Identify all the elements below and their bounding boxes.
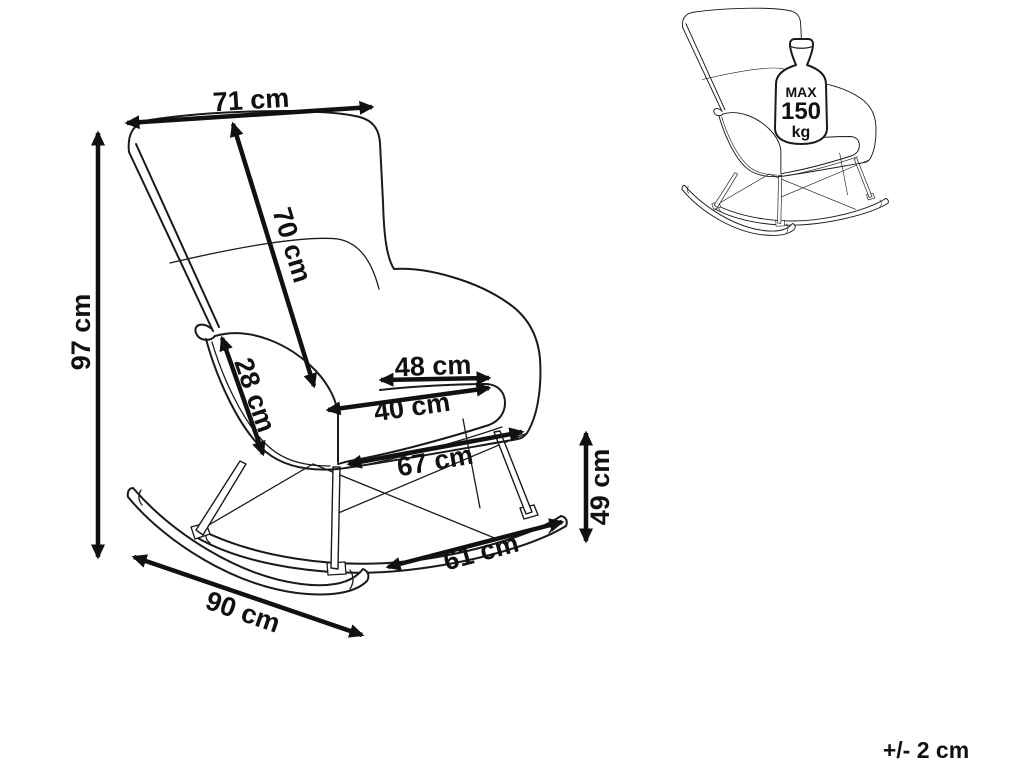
inset-max-load-drawing: MAX 150 kg <box>681 7 889 236</box>
dim-label-runner-span: 61 cm <box>440 528 522 577</box>
max-load-text-max: MAX <box>785 84 817 100</box>
dim-label-top-width: 71 cm <box>212 83 290 118</box>
dim-arrow-seat-width <box>378 371 492 387</box>
dim-arrow-armrest-length <box>219 335 266 457</box>
dim-label-armrest-length: 28 cm <box>228 354 281 436</box>
dim-label-seat-front-width: 67 cm <box>395 440 476 483</box>
dim-arrow-runner-span <box>385 518 565 571</box>
dimension-labels: 71 cm 70 cm 97 cm 28 cm 48 cm 40 cm 67 c… <box>66 83 615 639</box>
dimension-arrows <box>91 100 593 638</box>
weight-icon: MAX 150 kg <box>774 38 828 145</box>
max-load-text-kg: kg <box>792 124 811 141</box>
dim-arrow-seat-depth <box>325 382 492 416</box>
dim-arrow-backrest-length <box>230 121 317 389</box>
dim-label-backrest-length: 70 cm <box>266 204 317 286</box>
dim-label-seat-width: 48 cm <box>394 350 472 383</box>
dim-arrow-base-length <box>131 554 365 638</box>
main-chair-drawing <box>126 110 568 596</box>
dim-arrow-seat-front-width <box>346 427 525 469</box>
dim-label-seat-height: 49 cm <box>585 449 615 526</box>
max-load-text-150: 150 <box>781 98 821 125</box>
dim-label-overall-height: 97 cm <box>66 294 96 371</box>
dim-arrow-top-width <box>124 100 375 130</box>
tolerance-note: +/- 2 cm <box>883 737 969 763</box>
dim-label-seat-depth: 40 cm <box>372 387 452 427</box>
